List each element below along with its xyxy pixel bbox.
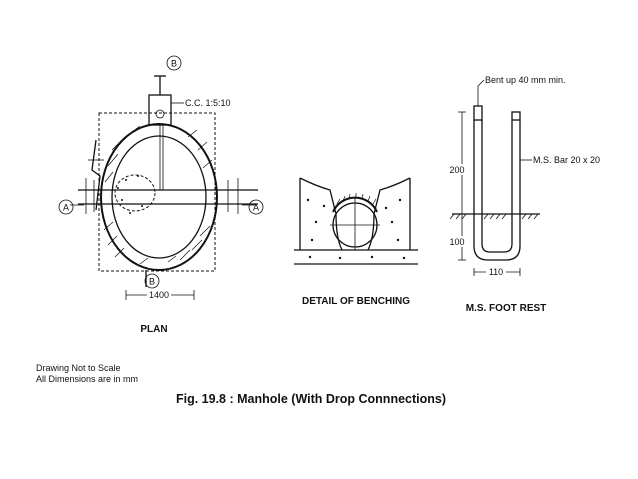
dim-1400-label: 1400: [149, 290, 169, 300]
cc-label: C.C. 1:5:10: [185, 98, 231, 108]
bent-top-right: [511, 111, 521, 121]
manhole-outer-wall: [100, 123, 218, 271]
foot-rest-inner: [481, 120, 513, 253]
note-scale: Drawing Not to Scale: [36, 363, 121, 373]
benching-left: [299, 177, 343, 251]
marker-a-left-label: A: [63, 203, 69, 213]
dim-110-label: 110: [489, 267, 503, 277]
drop-pipe-circle: [155, 109, 165, 119]
bar-label: M.S. Bar 20 x 20: [533, 155, 600, 165]
marker-b-top-label: B: [171, 59, 177, 69]
section-marker-a-right: [248, 199, 264, 215]
foot-rest-outer: [473, 120, 521, 261]
bent-top-left: [473, 105, 483, 121]
concrete-dots: [117, 175, 143, 214]
section-marker-b-top: [166, 55, 182, 71]
figure-title: Fig. 19.8 : Manhole (With Drop Connnecti…: [176, 392, 446, 406]
bent-leader: [477, 79, 485, 106]
benching-caption: DETAIL OF BENCHING: [302, 296, 410, 307]
pipe-arch: [332, 196, 378, 213]
foot-rest-detail: 200 100 110 Bent up 40 mm min. M.S. Bar …: [449, 75, 600, 314]
step-bracket: [91, 139, 101, 211]
bent-label: Bent up 40 mm min.: [485, 75, 566, 85]
plan-caption: PLAN: [140, 324, 167, 335]
note-units: All Dimensions are in mm: [36, 374, 138, 384]
benching-detail: DETAIL OF BENCHING: [294, 177, 418, 307]
section-marker-a-left: [58, 199, 74, 215]
benching-right: [367, 177, 411, 251]
benching-concrete-dots: [306, 198, 406, 260]
foot-rest-caption: M.S. FOOT REST: [466, 303, 547, 314]
benching-circle: [114, 174, 156, 212]
manhole-inner-wall: [111, 135, 207, 259]
marker-b-bottom-label: B: [149, 277, 155, 287]
wall-hatching: [103, 125, 213, 265]
ground-hatch: [449, 213, 539, 220]
plan-view: B A A B C.C. 1:5:10 1400 PLAN: [58, 55, 264, 335]
plan-outline-dashed: [98, 112, 216, 272]
marker-a-right-label: A: [253, 203, 259, 213]
section-marker-b-bottom: [144, 273, 160, 289]
dim-200-label: 200: [449, 165, 464, 175]
dim-100-label: 100: [449, 237, 464, 247]
